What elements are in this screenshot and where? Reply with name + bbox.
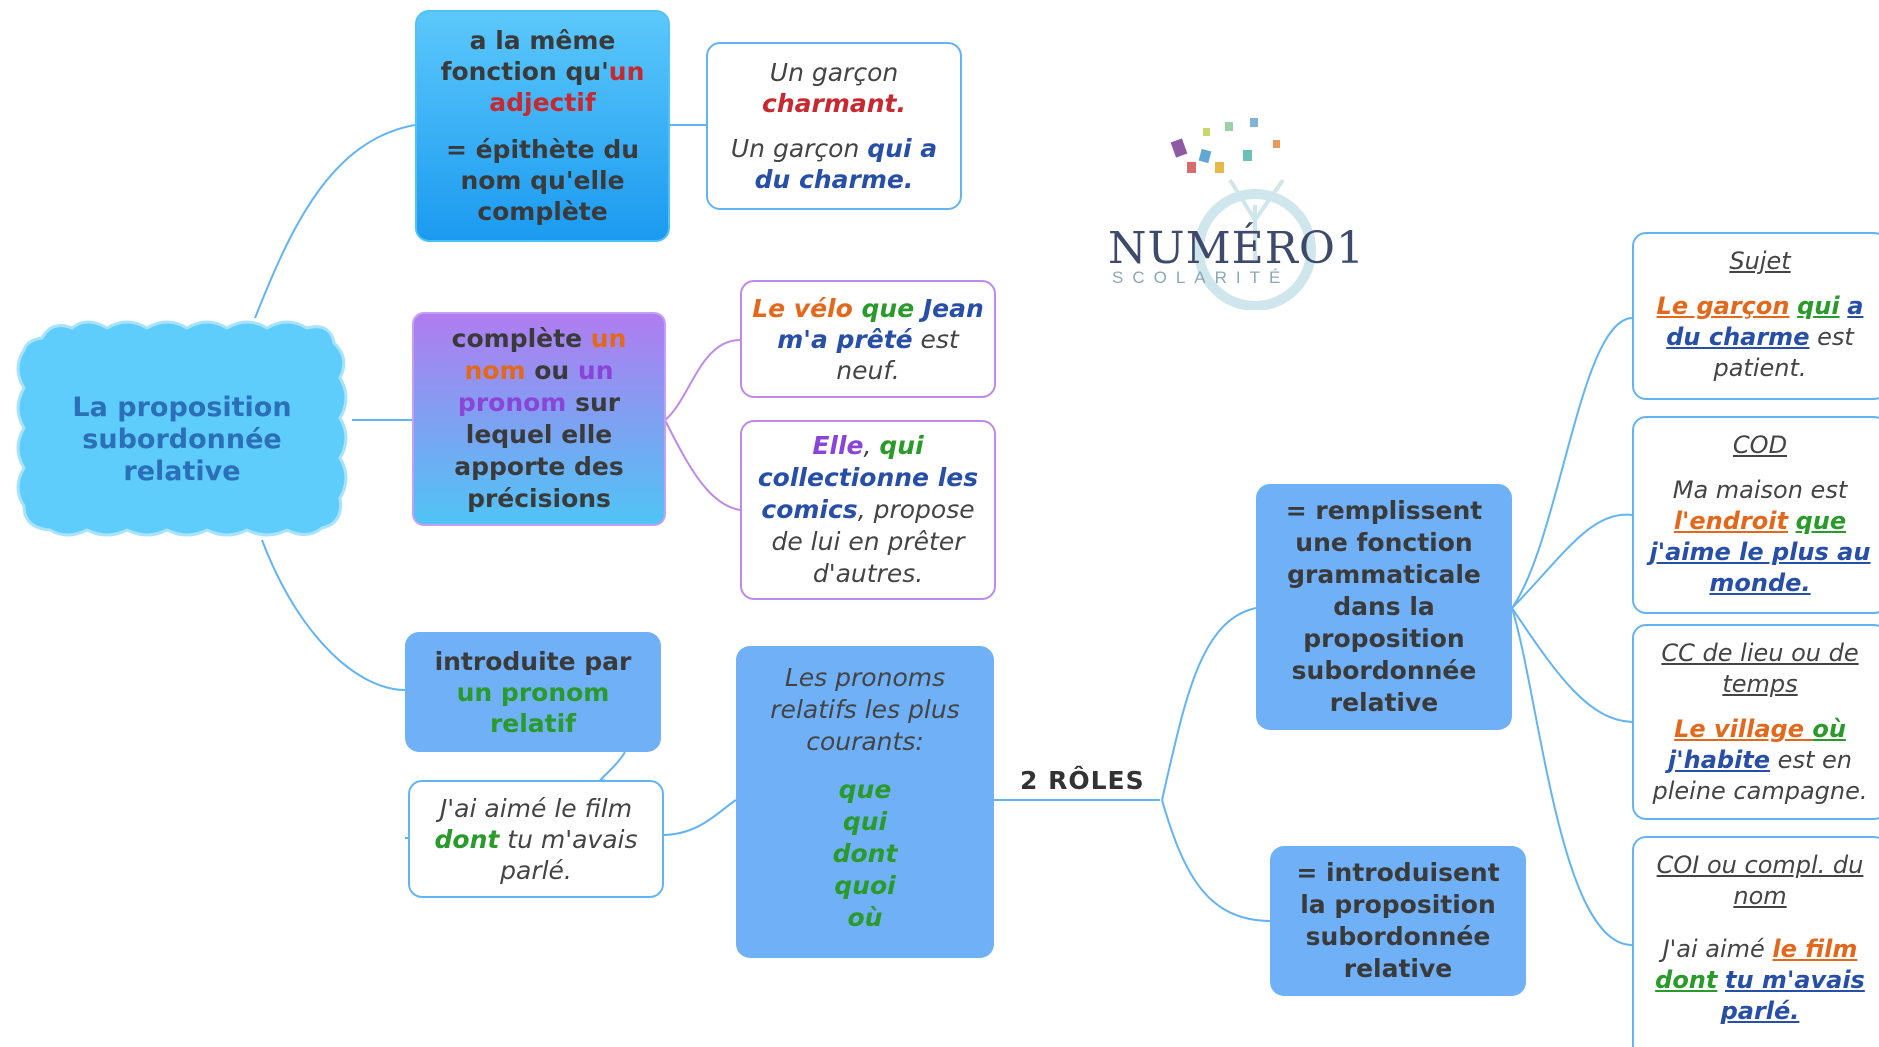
fe-line2: Un garçon <box>730 134 860 163</box>
ce1-w1: Le vélo <box>752 293 862 323</box>
example-cc-body: Le village où j'habite est en pleine cam… <box>1644 714 1876 807</box>
in-line1: introduite par <box>434 646 632 676</box>
complement-example-1: Le vélo que Jean m'a prêté est neuf. <box>740 280 996 398</box>
introduced-node: introduite par un pronom relatif <box>405 632 661 752</box>
role1-text: = remplissent une fonction grammaticale … <box>1285 496 1483 717</box>
example-cod-heading: COD <box>1732 431 1788 459</box>
ce2-w5: , propose de lui en prêter d'autres. <box>771 495 975 588</box>
cn-part1: complète <box>451 324 591 353</box>
logo-name: NUMÉRO1 <box>1108 223 1365 274</box>
example-part: dont <box>1655 966 1718 994</box>
role2-node: = introduisent la proposition subordonné… <box>1270 846 1526 996</box>
ce1-w3: Jean m'a prêté <box>777 293 984 354</box>
example-cc: CC de lieu ou de temps Le village où j'h… <box>1632 624 1879 820</box>
cn-rest: sur lequel elle apporte des précisions <box>454 388 624 513</box>
example-cc-heading: CC de lieu ou de temps <box>1661 639 1859 698</box>
function-line1: a la même fonction qu' <box>440 26 616 86</box>
fe-line2-colored: qui a du charme. <box>754 134 938 194</box>
ie-w3: tu m'avais parlé. <box>499 824 638 885</box>
example-part: Le village <box>1674 715 1813 743</box>
root-title: La proposition subordonnée relative <box>72 392 292 487</box>
logo-sub: SCOLARITÉ <box>1112 268 1290 287</box>
example-part: Le garçon <box>1656 292 1790 320</box>
root-cloud-shape <box>16 320 348 537</box>
example-cod-body: Ma maison est l'endroit que j'aime le pl… <box>1644 475 1876 599</box>
fe-line1: Un garçon <box>769 58 899 87</box>
ie-w1: J'ai aimé le film <box>439 793 633 823</box>
example-cod: COD Ma maison est l'endroit que j'aime l… <box>1632 416 1879 614</box>
pronoun-que: que <box>838 775 892 804</box>
example-part: est en pleine campagne. <box>1652 746 1868 805</box>
function-line2: = épithète du nom qu'elle complète <box>445 135 640 226</box>
example-part: qui <box>1797 292 1840 320</box>
example-part <box>1789 292 1797 320</box>
pronoun-dont: dont <box>832 839 898 868</box>
pronoun-qui: qui <box>842 807 888 836</box>
example-part: où <box>1812 715 1846 743</box>
example-coi-body: J'ai aimé le film dont tu m'avais parlé. <box>1644 934 1876 1027</box>
ce1-w4: est neuf. <box>836 324 959 385</box>
example-part: que <box>1795 507 1847 535</box>
cn-un-pronom: un pronom <box>457 356 614 417</box>
role2-text: = introduisent la proposition subordonné… <box>1296 858 1500 983</box>
function-line1-colored: un adjectif <box>489 57 645 117</box>
ce1-w2: que <box>861 293 923 323</box>
example-part <box>1788 507 1796 535</box>
example-sujet-body: Le garçon qui a du charme est patient. <box>1644 291 1876 384</box>
ce2-w1: Elle <box>812 431 864 460</box>
ce2-w2: , <box>863 431 880 460</box>
example-part: j'aime le plus au monde. <box>1649 538 1871 597</box>
complement-node: complète un nom ou un pronom sur lequel … <box>412 312 666 526</box>
example-part: J'ai aimé <box>1662 935 1773 963</box>
ce2-w3: qui <box>879 431 924 460</box>
introduced-example: J'ai aimé le film dont tu m'avais parlé. <box>408 780 664 898</box>
roles-label: 2 RÔLES <box>1020 766 1145 795</box>
ce2-w4: collectionne les comics <box>757 463 979 524</box>
example-part: j'habite <box>1668 746 1771 774</box>
complement-example-2: Elle, qui collectionne les comics, propo… <box>740 420 996 600</box>
example-part: tu m'avais parlé. <box>1720 966 1865 1025</box>
example-part <box>1717 966 1725 994</box>
in-line2: un pronom relatif <box>456 677 610 738</box>
example-coi: COI ou compl. du nom J'ai aimé le film d… <box>1632 836 1879 1047</box>
function-node: a la même fonction qu'un adjectif = épit… <box>415 10 670 242</box>
pronouns-title: Les pronoms relatifs les plus courants: <box>770 663 960 756</box>
fe-line1-colored: charmant. <box>762 89 906 118</box>
example-part: Ma maison est <box>1672 476 1848 504</box>
ie-w2: dont <box>434 824 500 854</box>
role1-node: = remplissent une fonction grammaticale … <box>1256 484 1512 730</box>
example-sujet-heading: Sujet <box>1729 247 1791 275</box>
example-part: est patient. <box>1713 323 1854 382</box>
example-sujet: Sujet Le garçon qui a du charme est pati… <box>1632 232 1879 400</box>
example-part: a du charme <box>1666 292 1864 351</box>
pronoun-ou: où <box>847 903 883 932</box>
logo-graphic <box>1170 118 1316 310</box>
pronouns-node: Les pronoms relatifs les plus courants: … <box>736 646 994 958</box>
cn-ou: ou <box>525 356 578 385</box>
pronoun-quoi: quoi <box>834 871 896 900</box>
cn-un-nom: un nom <box>464 324 627 385</box>
example-part: le film <box>1772 935 1858 963</box>
example-part: l'endroit <box>1673 507 1788 535</box>
example-coi-heading: COI ou compl. du nom <box>1656 851 1864 910</box>
